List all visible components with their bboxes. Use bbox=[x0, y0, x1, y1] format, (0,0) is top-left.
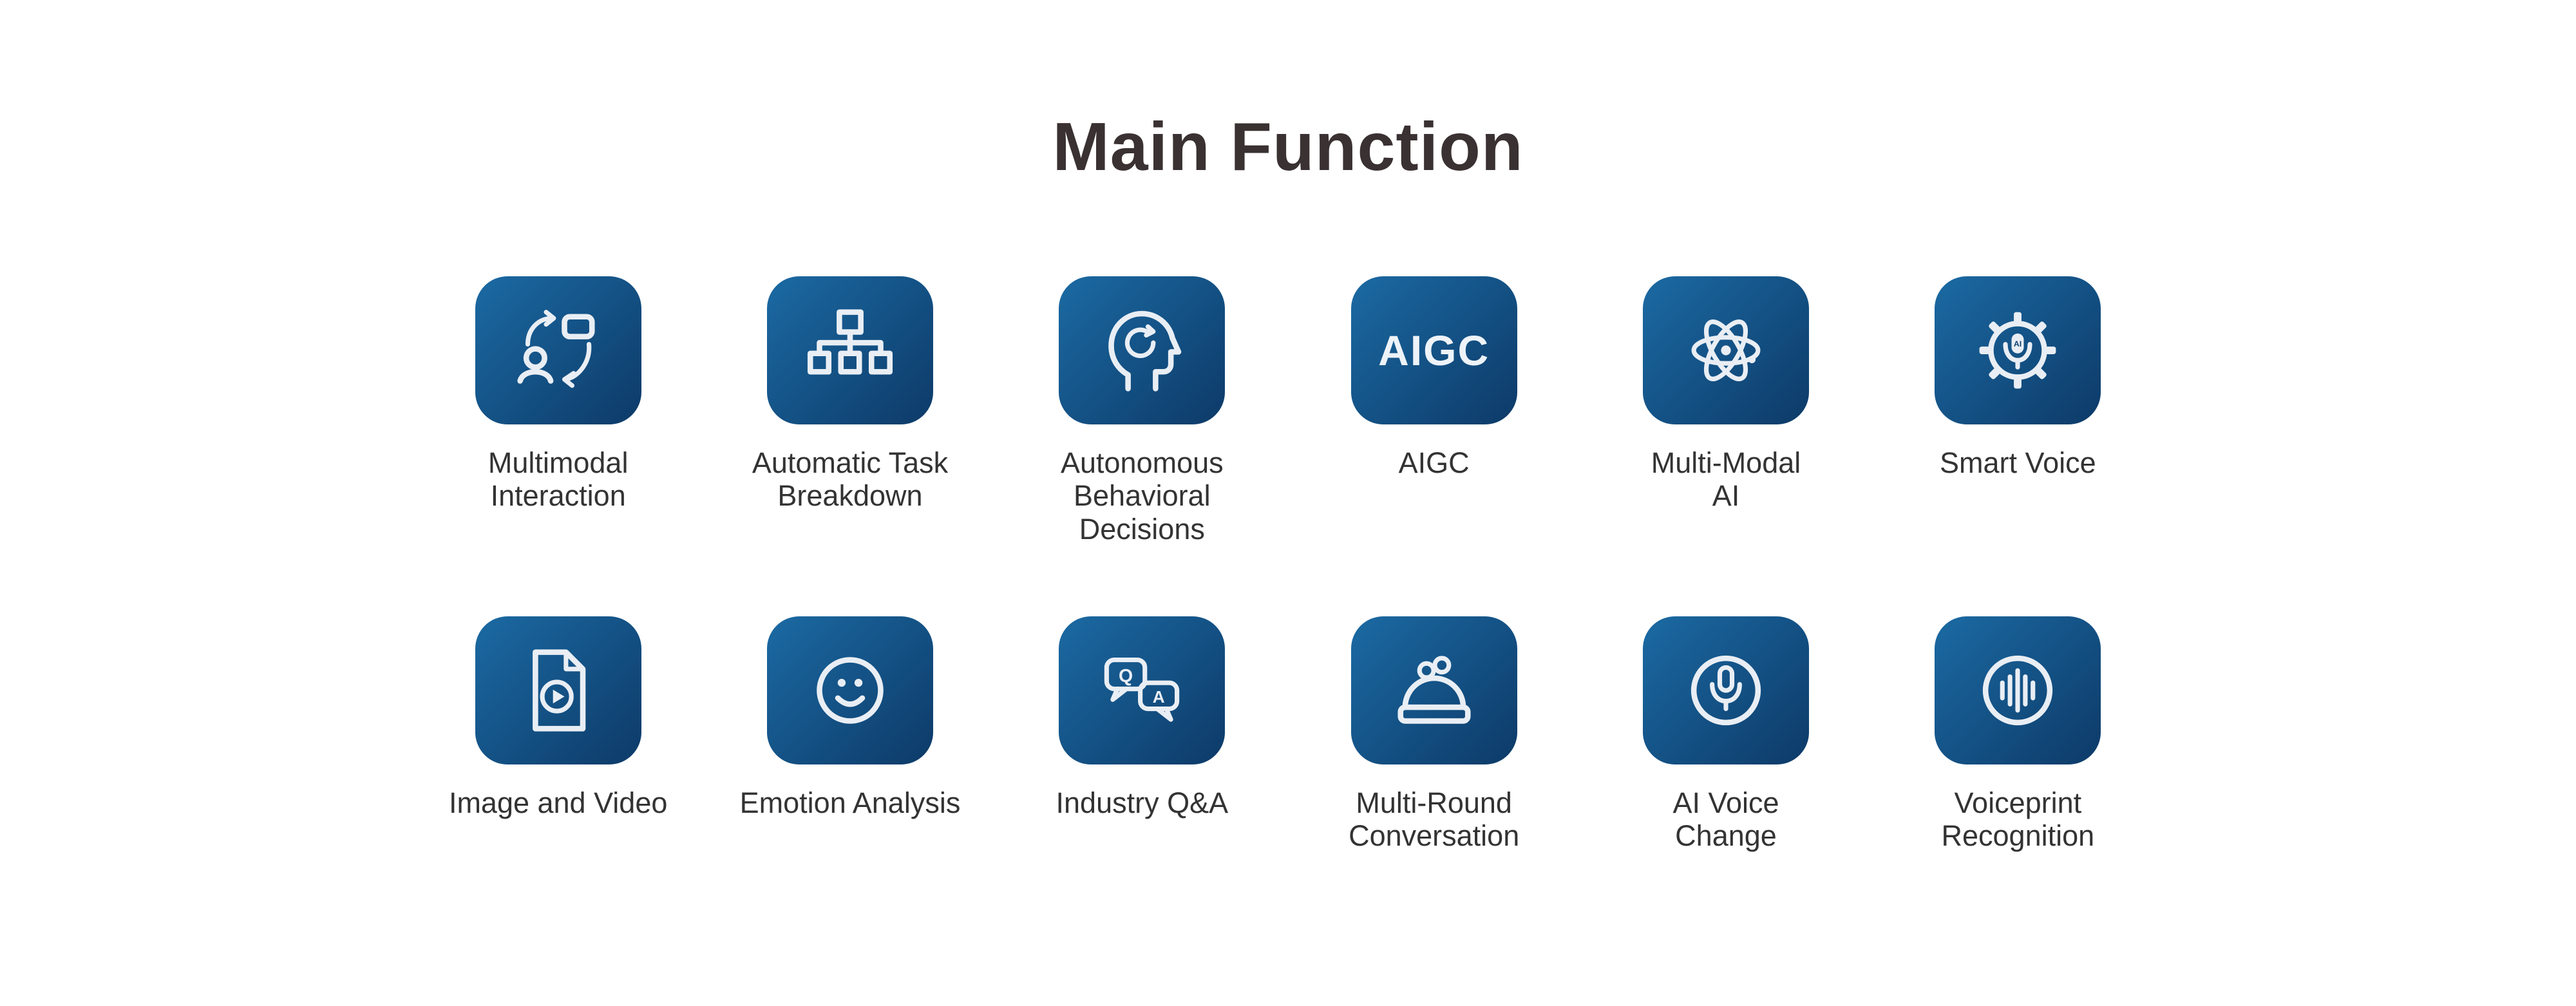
qa-bubbles-icon: Q A bbox=[1093, 641, 1191, 739]
feature-tile: Q A bbox=[1059, 616, 1226, 764]
feature-tile bbox=[766, 276, 933, 424]
feature-label: Smart Voice bbox=[1940, 446, 2096, 479]
feature-grid: Multimodal Interaction Automatic Task Br… bbox=[412, 276, 2164, 852]
conversation-desk-icon bbox=[1385, 641, 1483, 739]
page-title: Main Function bbox=[1052, 109, 1524, 185]
feature-label: Emotion Analysis bbox=[739, 786, 961, 819]
feature-label: Autonomous Behavioral Decisions bbox=[1060, 446, 1224, 546]
feature-label: Multi-Modal AI bbox=[1651, 446, 1801, 513]
feature-industry-qa: Q A Industry Q&A bbox=[996, 616, 1288, 853]
feature-label: Image and Video bbox=[448, 786, 668, 819]
gear-mic-ai-text: AI bbox=[2014, 339, 2022, 348]
autonomous-decisions-icon bbox=[1093, 301, 1191, 399]
feature-autonomous-behavioral-decisions: Autonomous Behavioral Decisions bbox=[996, 276, 1288, 546]
feature-image-and-video: Image and Video bbox=[412, 616, 704, 853]
feature-voiceprint-recognition: Voiceprint Recognition bbox=[1872, 616, 2164, 853]
atom-icon bbox=[1677, 301, 1775, 399]
feature-tile bbox=[1642, 276, 1809, 424]
feature-multi-round-conversation: Multi-Round Conversation bbox=[1288, 616, 1580, 853]
feature-label: AIGC bbox=[1398, 446, 1470, 479]
feature-tile bbox=[475, 276, 641, 424]
feature-automatic-task-breakdown: Automatic Task Breakdown bbox=[704, 276, 996, 546]
feature-label: Multi-Round Conversation bbox=[1349, 786, 1520, 853]
media-document-icon bbox=[509, 641, 607, 739]
feature-multimodal-interaction: Multimodal Interaction bbox=[412, 276, 704, 546]
feature-tile bbox=[766, 616, 933, 764]
qa-a-text: A bbox=[1153, 687, 1165, 707]
feature-multi-modal-ai: Multi-Modal AI bbox=[1580, 276, 1871, 546]
feature-tile bbox=[1059, 276, 1226, 424]
feature-aigc: AIGC AIGC bbox=[1288, 276, 1580, 546]
feature-label: Voiceprint Recognition bbox=[1941, 786, 2095, 853]
feature-smart-voice: AI Smart Voice bbox=[1872, 276, 2164, 546]
gear-microphone-icon: AI bbox=[1969, 301, 2067, 399]
microphone-circle-icon bbox=[1677, 641, 1775, 739]
feature-tile bbox=[1350, 616, 1517, 764]
feature-label: Multimodal Interaction bbox=[488, 446, 629, 513]
task-breakdown-icon bbox=[801, 301, 899, 399]
feature-label: Industry Q&A bbox=[1056, 786, 1229, 819]
smiley-face-icon bbox=[801, 641, 899, 739]
feature-tile: AIGC bbox=[1350, 276, 1517, 424]
feature-tile bbox=[1642, 616, 1809, 764]
feature-label: AI Voice Change bbox=[1672, 786, 1779, 853]
qa-q-text: Q bbox=[1119, 666, 1133, 687]
feature-tile bbox=[475, 616, 641, 764]
feature-ai-voice-change: AI Voice Change bbox=[1580, 616, 1871, 853]
feature-emotion-analysis: Emotion Analysis bbox=[704, 616, 996, 853]
feature-tile: AI bbox=[1935, 276, 2101, 424]
feature-tile bbox=[1935, 616, 2101, 764]
multimodal-interaction-icon bbox=[509, 301, 607, 399]
feature-label: Automatic Task Breakdown bbox=[752, 446, 949, 513]
aigc-text-icon: AIGC bbox=[1378, 327, 1490, 374]
voiceprint-icon bbox=[1969, 641, 2067, 739]
